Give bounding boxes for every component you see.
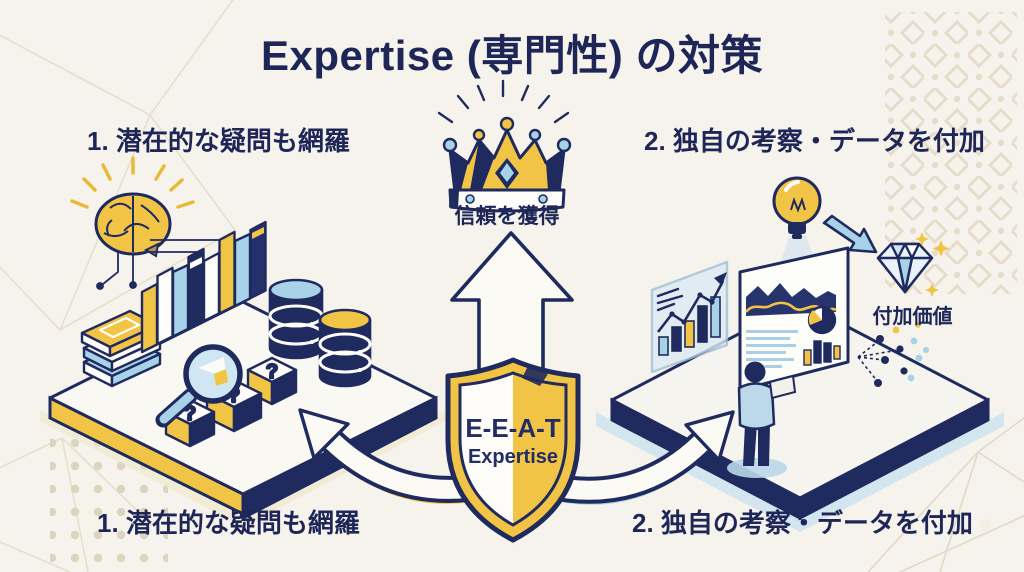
left-bottom-label: 1. 潜在的な疑問も網羅 (97, 508, 360, 538)
left-top-label: 1. 潜在的な疑問も網羅 (87, 126, 350, 156)
trend-line (656, 272, 727, 333)
shield-text-expertise: Expertise (467, 446, 559, 468)
crown-caption: 信頼を獲得 (454, 205, 560, 228)
crown-icon (437, 79, 572, 213)
mini-bar-chart (803, 340, 841, 366)
shield-icon (445, 357, 581, 545)
books-row-icon (140, 220, 267, 354)
right-bottom-label: 2. 独自の考察・データを付加 (632, 508, 973, 538)
chart-panel-icon-left (650, 260, 729, 374)
diamond-icon (876, 232, 950, 297)
page-title: Expertise (専門性) の対策 (261, 32, 763, 79)
value-arrow-icon (822, 214, 878, 254)
magnifier-icon (155, 344, 243, 428)
database-icon-blue (268, 278, 324, 360)
sparkle-icon (915, 232, 950, 297)
lightbulb-icon (772, 176, 822, 239)
added-value-label: 付加価値 (872, 306, 953, 328)
pie-chart (807, 305, 837, 335)
database-icon-yellow (318, 308, 372, 388)
text-lines (746, 330, 798, 368)
question-mark: ? (266, 361, 278, 383)
right-top-label: 2. 独自の考察・データを付加 (644, 126, 985, 156)
person-figure (727, 361, 797, 478)
sparkle-bg (978, 518, 992, 532)
bar-chart (658, 296, 721, 356)
chart-panel-icon-right (738, 246, 850, 392)
shield-text-eeat: E-E-A-T (465, 413, 561, 443)
scatter-dots-icon (857, 322, 929, 387)
